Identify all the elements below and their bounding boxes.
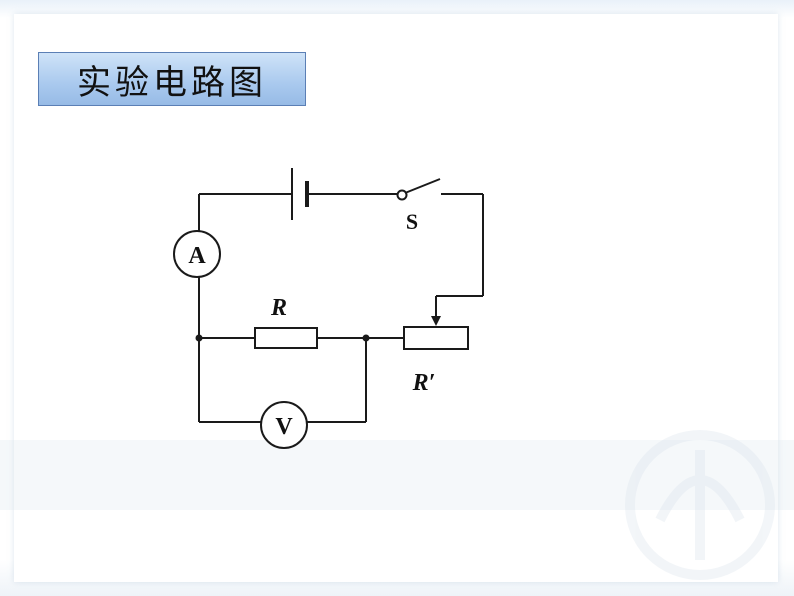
voltmeter bbox=[260, 401, 308, 449]
title-banner: 实验电路图 bbox=[38, 52, 306, 106]
label-resistor: R bbox=[270, 295, 287, 321]
ammeter bbox=[173, 230, 221, 278]
resistor-R bbox=[254, 327, 318, 349]
content-panel bbox=[14, 14, 778, 582]
page-title: 实验电路图 bbox=[77, 62, 267, 103]
switch-pivot bbox=[396, 189, 408, 201]
junction-left bbox=[195, 334, 203, 342]
label-rheostat: R′ bbox=[412, 370, 436, 396]
label-voltmeter: V bbox=[275, 414, 293, 440]
slider-arrow-icon bbox=[431, 316, 441, 326]
rheostat bbox=[403, 326, 469, 350]
label-ammeter: A bbox=[188, 243, 206, 269]
switch-blade bbox=[404, 178, 441, 194]
label-switch: S bbox=[406, 209, 418, 234]
junction-right bbox=[362, 334, 370, 342]
